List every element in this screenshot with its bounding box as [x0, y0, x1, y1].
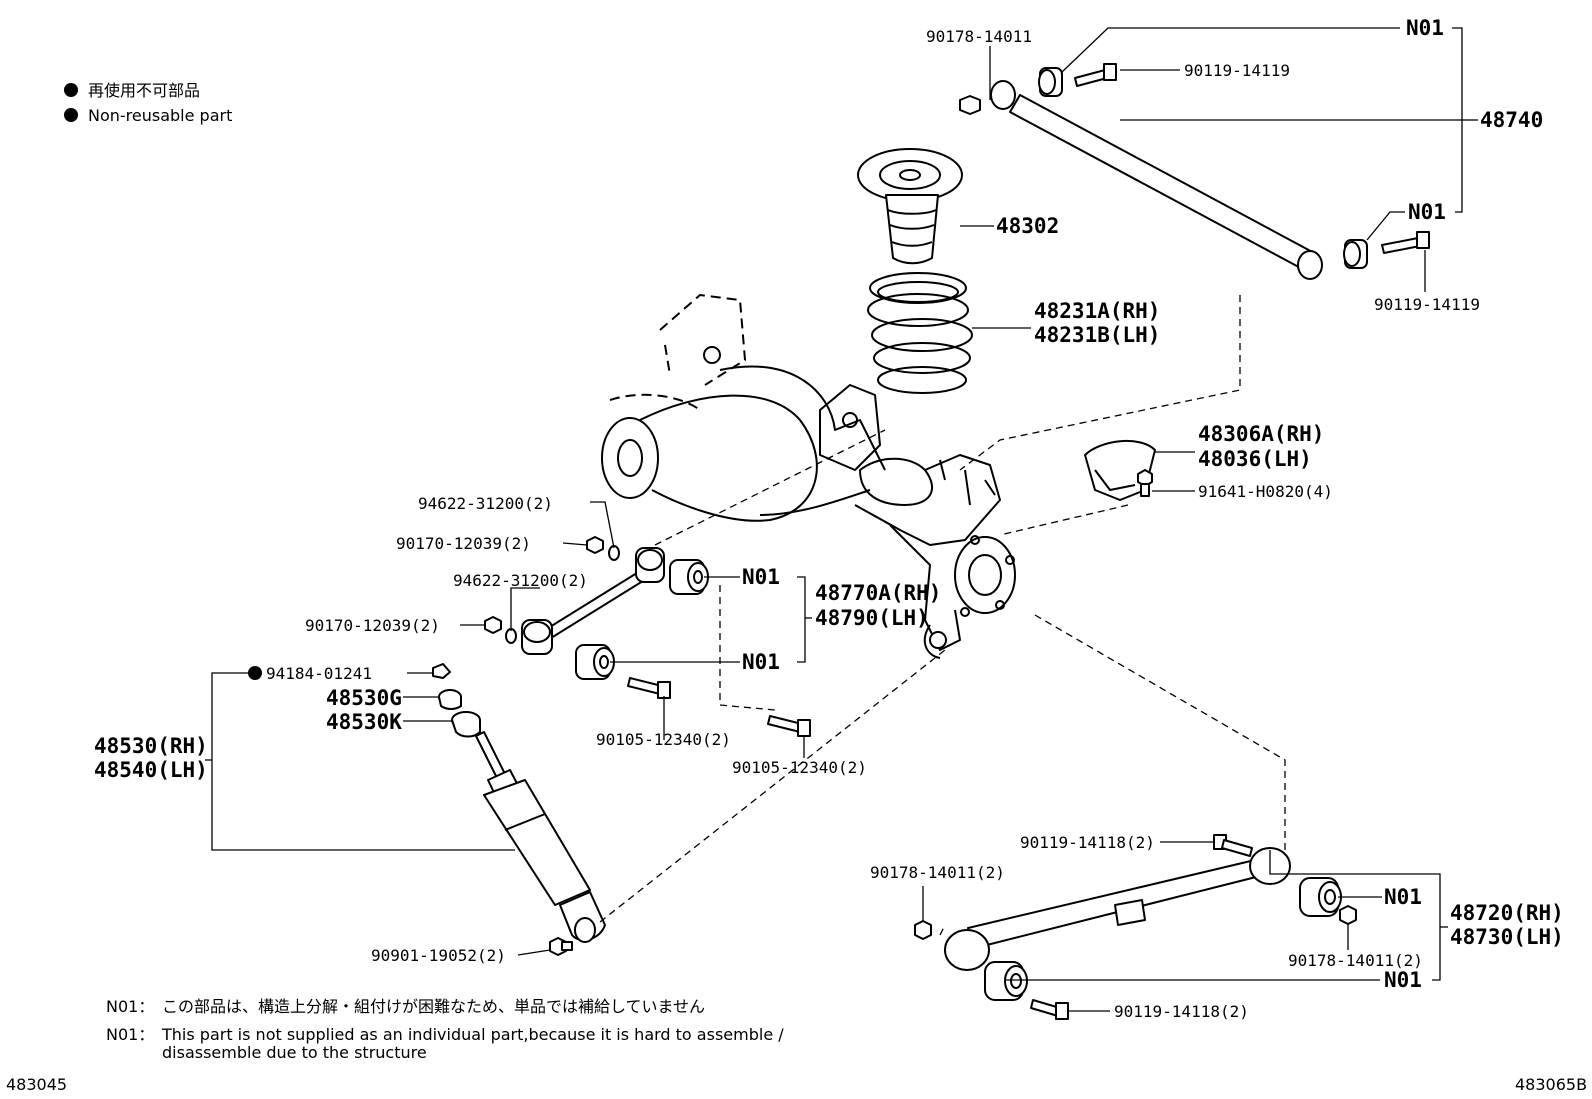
lateral-control-rod	[484, 536, 811, 737]
label-n01-lateral-a: N01	[742, 565, 780, 589]
legend: 再使用不可部品 Non-reusable part	[64, 81, 232, 125]
label-n01-lateral-b: N01	[742, 650, 780, 674]
lateral-bolt-a	[627, 677, 671, 699]
label-94622-31200-a: 94622-31200(2)	[418, 494, 553, 513]
note-en-text-1: This part is not supplied as an individu…	[161, 1025, 784, 1044]
lateral-bolt-b	[767, 715, 811, 737]
lateral-nut-b	[484, 616, 502, 634]
label-n01-lower-a: N01	[1384, 885, 1422, 909]
label-48530g: 48530G	[326, 686, 402, 710]
label-48720: 48720(RH)	[1450, 901, 1564, 925]
lower-nut-b	[1339, 905, 1357, 925]
bolt-upper-rear	[1381, 231, 1430, 254]
lower-bushing-n01-rear	[1299, 877, 1342, 917]
label-90105-12340-b: 90105-12340(2)	[732, 758, 867, 777]
nut-upper	[959, 95, 981, 115]
leader-lines	[205, 27, 1478, 1012]
label-48540: 48540(LH)	[94, 758, 208, 782]
lateral-washer-a	[608, 545, 620, 561]
label-94184-01241: 94184-01241	[266, 664, 372, 683]
lateral-bushing-n01-lower	[575, 644, 615, 680]
upper-control-arm	[959, 63, 1430, 280]
label-48306a: 48306A(RH)	[1198, 422, 1324, 446]
lower-control-arm	[914, 834, 1357, 1020]
non-reusable-dot-icon	[64, 83, 78, 97]
footer-left-code: 483045	[6, 1075, 67, 1094]
lower-bolt-b	[1030, 999, 1069, 1020]
n01-notes: N01： この部品は、構造上分解・組付けが困難なため、単品では補給していません …	[106, 997, 784, 1062]
label-n01-lower-b: N01	[1384, 968, 1422, 992]
label-48036: 48036(LH)	[1198, 447, 1312, 471]
lateral-washer-b	[505, 628, 517, 644]
label-48730: 48730(LH)	[1450, 925, 1564, 949]
lower-nut-a	[914, 920, 932, 940]
note-en-text-2: disassemble due to the structure	[162, 1043, 427, 1062]
label-90901-19052: 90901-19052(2)	[371, 946, 506, 965]
bracket-bolt	[1137, 469, 1153, 497]
note-code-1: N01：	[106, 997, 154, 1016]
coil-spring	[867, 272, 973, 394]
label-90170-12039-b: 90170-12039(2)	[305, 616, 440, 635]
label-91641-h0820: 91641-H0820(4)	[1198, 482, 1333, 501]
label-90178-14011-top: 90178-14011	[926, 27, 1032, 46]
lateral-bushing-n01-upper	[669, 559, 709, 595]
label-90119-14118-a: 90119-14118(2)	[1020, 833, 1155, 852]
lateral-nut-a	[586, 536, 604, 554]
label-48740: 48740	[1480, 108, 1543, 132]
non-reusable-dot-icon	[248, 666, 262, 680]
lower-bolt-a	[1213, 834, 1253, 857]
part-labels: 90178-14011 N01 90119-14119 48740 N01 90…	[94, 16, 1564, 1021]
label-48770a: 48770A(RH)	[815, 581, 941, 605]
label-94622-31200-b: 94622-31200(2)	[453, 571, 588, 590]
non-reusable-dot-icon	[64, 108, 78, 122]
label-48231a: 48231A(RH)	[1034, 299, 1160, 323]
assembly-dashed-lines	[599, 295, 1286, 936]
label-90105-12340-a: 90105-12340(2)	[596, 730, 731, 749]
label-n01-mid: N01	[1408, 200, 1446, 224]
label-90119-14118-b: 90119-14118(2)	[1114, 1002, 1249, 1021]
label-90119-14119-b: 90119-14119	[1374, 295, 1480, 314]
legend-en-text: Non-reusable part	[88, 106, 232, 125]
lateral-bushing-upper-end	[635, 547, 665, 583]
legend-jp-text: 再使用不可部品	[88, 81, 200, 100]
lateral-bushing-lower-end	[521, 619, 553, 655]
axle-housing-illustration	[601, 293, 1016, 659]
lower-bushing-n01-front	[984, 961, 1028, 1001]
label-90119-14119-a: 90119-14119	[1184, 61, 1290, 80]
note-code-2: N01：	[106, 1025, 154, 1044]
label-n01-top: N01	[1406, 16, 1444, 40]
label-48790: 48790(LH)	[815, 606, 929, 630]
shock-lower-bolt	[549, 937, 573, 956]
label-90178-14011-b: 90178-14011(2)	[870, 863, 1005, 882]
label-90178-14011-c: 90178-14011(2)	[1288, 951, 1423, 970]
label-90170-12039-a: 90170-12039(2)	[396, 534, 531, 553]
footer-right-code: 483065B	[1515, 1075, 1587, 1094]
note-jp-text: この部品は、構造上分解・組付けが困難なため、単品では補給していません	[162, 997, 705, 1016]
label-48302: 48302	[996, 214, 1059, 238]
bushing-upper-front	[1038, 67, 1063, 97]
bolt-upper-front	[1074, 63, 1117, 87]
label-48530k: 48530K	[326, 710, 402, 734]
shock-absorber	[432, 663, 606, 956]
label-48530: 48530(RH)	[94, 734, 208, 758]
bump-stopper	[857, 148, 963, 265]
spring-bracket	[1084, 439, 1156, 501]
bushing-upper-rear	[1343, 239, 1368, 269]
label-48231b: 48231B(LH)	[1034, 323, 1160, 347]
footer-codes: 483045 483065B	[6, 1075, 1587, 1094]
